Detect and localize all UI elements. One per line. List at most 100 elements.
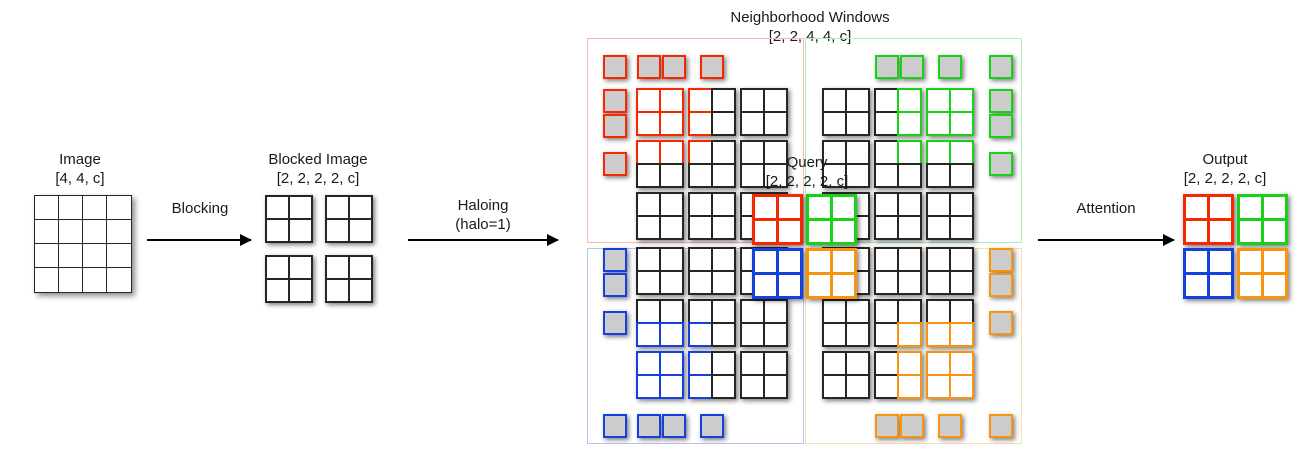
grid-cell [635, 373, 662, 400]
neighborhood-block-red [687, 139, 737, 189]
grid-cell [873, 298, 900, 325]
halo-cell-blue [700, 414, 724, 438]
grid-cell [739, 162, 766, 189]
neighborhood-quadrant-red [587, 38, 804, 243]
neighborhood-block-green [925, 139, 975, 189]
halo-cell-green [875, 55, 899, 79]
grid-cell [821, 373, 848, 400]
grid-cell [1236, 271, 1264, 299]
blocked-image-block [324, 194, 374, 244]
grid-cell [635, 214, 662, 241]
grid-cell [1206, 247, 1234, 275]
grid-cell [775, 193, 803, 221]
grid-cell [925, 373, 952, 400]
halo-cell-red [603, 152, 627, 176]
grid-cell [347, 254, 374, 281]
neighborhood-block-orange [925, 298, 975, 348]
grid-cell [739, 350, 766, 377]
grid-cell [805, 217, 833, 245]
grid-cell [710, 110, 737, 137]
image-title: Image [59, 151, 101, 168]
output-block-blue [1182, 247, 1234, 299]
grid-cell [658, 110, 685, 137]
grid-cell [658, 298, 685, 325]
blocked-image-block [264, 194, 314, 244]
halo-cell-red [662, 55, 686, 79]
grid-cell [1206, 217, 1234, 245]
grid-cell [687, 298, 714, 325]
grid-cell [751, 271, 779, 299]
grid-cell [687, 191, 714, 218]
grid-cell [821, 350, 848, 377]
halo-cell-orange [875, 414, 899, 438]
grid-cell [762, 350, 789, 377]
neighborhood-block-red [635, 87, 685, 137]
halo-cell-red [603, 89, 627, 113]
neighborhood-block-orange [873, 246, 923, 296]
grid-cell [324, 254, 351, 281]
grid-cell [658, 191, 685, 218]
grid-cell [873, 87, 900, 114]
attention-label-text: Attention [1076, 200, 1136, 217]
grid-cell [896, 246, 923, 273]
image-grid [34, 195, 132, 293]
halo-cell-blue [603, 248, 627, 272]
grid-cell [948, 162, 975, 189]
neighborhood-block-red [687, 87, 737, 137]
grid-cell [34, 243, 60, 269]
grid-cell [347, 277, 374, 304]
haloing-label-text: Haloing [457, 197, 509, 214]
grid-cell [635, 162, 662, 189]
attention-arrow-label: Attention [1046, 199, 1166, 218]
grid-cell [658, 269, 685, 296]
grid-cell [844, 87, 871, 114]
grid-cell [762, 298, 789, 325]
grid-cell [896, 373, 923, 400]
grid-cell [829, 271, 857, 299]
neighborhood-block-blue [739, 298, 789, 348]
halo-cell-orange [900, 414, 924, 438]
grid-cell [1236, 247, 1264, 275]
grid-cell [635, 191, 662, 218]
grid-cell [710, 246, 737, 273]
halo-cell-orange [989, 273, 1013, 297]
neighborhood-block-green [821, 87, 871, 137]
grid-cell [710, 298, 737, 325]
grid-cell [739, 298, 766, 325]
grid-cell [635, 110, 662, 137]
grid-cell [948, 246, 975, 273]
neighborhood-block-blue [687, 350, 737, 400]
grid-cell [925, 162, 952, 189]
grid-cell [658, 214, 685, 241]
grid-cell [1260, 247, 1288, 275]
halo-cell-blue [637, 414, 661, 438]
blocked-image-block [264, 254, 314, 304]
grid-cell [805, 271, 833, 299]
grid-cell [896, 350, 923, 377]
grid-cell [829, 217, 857, 245]
output-title: Output [1202, 151, 1248, 168]
neighborhood-block-blue [635, 298, 685, 348]
haloing-arrow [408, 234, 559, 246]
grid-cell [844, 373, 871, 400]
grid-cell [658, 87, 685, 114]
halo-cell-green [989, 55, 1013, 79]
grid-cell [948, 269, 975, 296]
query-block-red [751, 193, 803, 245]
grid-cell [873, 191, 900, 218]
attention-arrow [1038, 234, 1175, 246]
grid-cell [896, 162, 923, 189]
neighborhood-block-green [925, 87, 975, 137]
halo-cell-green [989, 152, 1013, 176]
grid-cell [925, 350, 952, 377]
grid-cell [873, 110, 900, 137]
grid-cell [829, 247, 857, 275]
grid-cell [775, 247, 803, 275]
grid-cell [687, 162, 714, 189]
query-block-orange [805, 247, 857, 299]
grid-cell [658, 246, 685, 273]
grid-cell [1236, 193, 1264, 221]
neighborhood-block-green [873, 87, 923, 137]
grid-cell [658, 350, 685, 377]
